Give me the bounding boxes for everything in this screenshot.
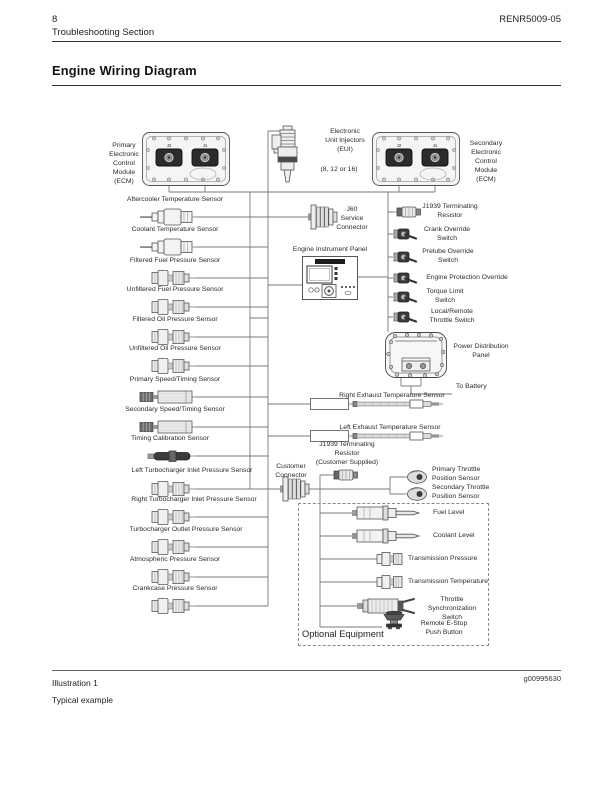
sensor-label: Right Turbocharger Inlet Pressure Sensor <box>131 496 257 503</box>
right-item-label: Local/Remote Throttle Switch <box>429 308 475 324</box>
optional-equipment-box <box>298 503 489 646</box>
j1939-customer-resistor-icon <box>329 469 358 481</box>
eui-injector-icon <box>271 125 298 183</box>
to-battery-label: To Battery <box>456 383 487 390</box>
primary-throttle-label: Primary Throttle Position Sensor <box>432 466 481 482</box>
secondary-ecm-label: Secondary Electronic Control Module (ECM… <box>469 140 503 183</box>
optional-equipment-title: Optional Equipment <box>302 629 384 639</box>
secondary-ecm-j1-label: J1 <box>432 143 438 148</box>
sensor-label: Coolant Temperature Sensor <box>131 226 219 233</box>
coolant-temp-sensor-icon <box>139 238 197 256</box>
right-item-label: Engine Protection Override <box>426 274 508 281</box>
sensor-label: Filtered Fuel Pressure Sensor <box>129 257 221 264</box>
unfiltered-fuel-pressure-sensor-icon <box>151 299 197 315</box>
secondary-speed-timing-sensor-icon <box>139 420 197 434</box>
primary-ecm-j2-label: J2 <box>166 143 172 148</box>
j1939-customer-resistor-label: J1939 Terminating Resistor (Customer Sup… <box>315 441 379 466</box>
filtered-fuel-pressure-sensor-icon <box>151 270 197 286</box>
power-distribution-panel-label: Power Distribution Panel <box>453 343 509 359</box>
sensor-label: Crankcase Pressure Sensor <box>132 585 218 592</box>
optional-item-label: Transmission Temperature <box>408 578 489 585</box>
torque-limit-switch-icon <box>392 290 418 304</box>
engine-instrument-panel-label: Engine Instrument Panel <box>292 246 368 253</box>
page-title: Engine Wiring Diagram <box>52 63 197 78</box>
unfiltered-oil-pressure-sensor-icon <box>151 358 197 374</box>
eui-count-label: (8, 12 or 16) <box>320 166 358 173</box>
primary-ecm-icon <box>142 132 230 186</box>
header-rule <box>52 41 561 43</box>
filtered-oil-pressure-sensor-icon <box>151 329 197 345</box>
sensor-label: Primary Speed/Timing Sensor <box>129 376 221 383</box>
page-number: 8 <box>52 14 58 25</box>
prelube-override-switch-icon <box>392 250 418 264</box>
optional-item-label: Fuel Level <box>433 509 465 516</box>
illustration-label: Illustration 1 <box>52 678 98 688</box>
sensor-label: Unfiltered Fuel Pressure Sensor <box>126 286 224 293</box>
title-rule <box>52 85 561 86</box>
left-turbo-inlet-pressure-sensor-icon <box>151 481 197 497</box>
primary-speed-timing-sensor-icon <box>139 390 197 404</box>
primary-ecm-j1-label: J1 <box>202 143 208 148</box>
sensor-label: Unfiltered Oil Pressure Sensor <box>129 345 221 352</box>
right-item-label: Torque Limit Switch <box>426 288 464 304</box>
secondary-throttle-label: Secondary Throttle Position Sensor <box>432 484 490 500</box>
atmospheric-pressure-sensor-icon <box>151 569 197 585</box>
optional-item-label: Remote E-Stop Push Button <box>420 620 468 636</box>
section-title: Troubleshooting Section <box>52 27 155 38</box>
sensor-label: Aftercooler Temperature Sensor <box>126 196 224 203</box>
sensor-label: Timing Calibration Sensor <box>131 435 209 442</box>
j60-service-connector-label: J60 Service Connector <box>336 206 368 231</box>
right-item-label: J1939 Terminating Resistor <box>422 203 478 219</box>
customer-connector-label: Customer Connector <box>275 463 307 479</box>
timing-calibration-sensor-icon <box>147 450 197 462</box>
sensor-label: Left Turbocharger Inlet Pressure Sensor <box>131 467 253 474</box>
secondary-ecm-icon <box>372 132 460 186</box>
right-item-label: Crank Override Switch <box>423 226 471 242</box>
optional-item-label: Transmission Pressure <box>408 555 478 562</box>
j60-service-connector-icon <box>307 204 338 230</box>
eui-label: Electronic Unit Injectors (EUI) <box>325 128 365 153</box>
j1939-terminating-resistor-icon <box>392 206 421 218</box>
right-turbo-inlet-pressure-sensor-icon <box>151 509 197 525</box>
sensor-label: Atmospheric Pressure Sensor <box>129 556 221 563</box>
doc-number: RENR5009-05 <box>499 14 561 25</box>
sensor-label: Secondary Speed/Timing Sensor <box>125 406 225 413</box>
right-exhaust-temp-label: Right Exhaust Temperature Sensor <box>339 392 445 399</box>
optional-item-label: Throttle Synchronization Switch <box>427 596 477 621</box>
left-exhaust-temp-label: Left Exhaust Temperature Sensor <box>339 424 441 431</box>
crankcase-pressure-sensor-icon <box>151 598 197 614</box>
engine-instrument-panel-icon <box>301 255 359 301</box>
primary-throttle-position-sensor-icon <box>403 470 427 484</box>
right-item-label: Prelube Override Switch <box>422 248 474 264</box>
illustration-caption: Typical example <box>52 695 113 705</box>
optional-item-label: Coolant Level <box>433 532 475 539</box>
footer-rule <box>52 670 561 671</box>
sensor-label: Turbocharger Outlet Pressure Sensor <box>129 526 243 533</box>
secondary-throttle-position-sensor-icon <box>403 487 427 501</box>
local-remote-throttle-switch-icon <box>392 310 418 324</box>
wiring-lines <box>168 130 452 628</box>
illustration-code: g00995630 <box>523 674 561 683</box>
turbo-outlet-pressure-sensor-icon <box>151 539 197 555</box>
secondary-ecm-j2-label: J2 <box>396 143 402 148</box>
sensor-label: Filtered Oil Pressure Sensor <box>132 316 218 323</box>
power-distribution-panel-icon <box>385 332 447 378</box>
primary-ecm-label: Primary Electronic Control Module (ECM) <box>109 142 139 185</box>
aftercooler-temp-sensor-icon <box>139 208 197 226</box>
crank-override-switch-icon <box>392 227 418 241</box>
engine-protection-override-icon <box>392 271 418 285</box>
